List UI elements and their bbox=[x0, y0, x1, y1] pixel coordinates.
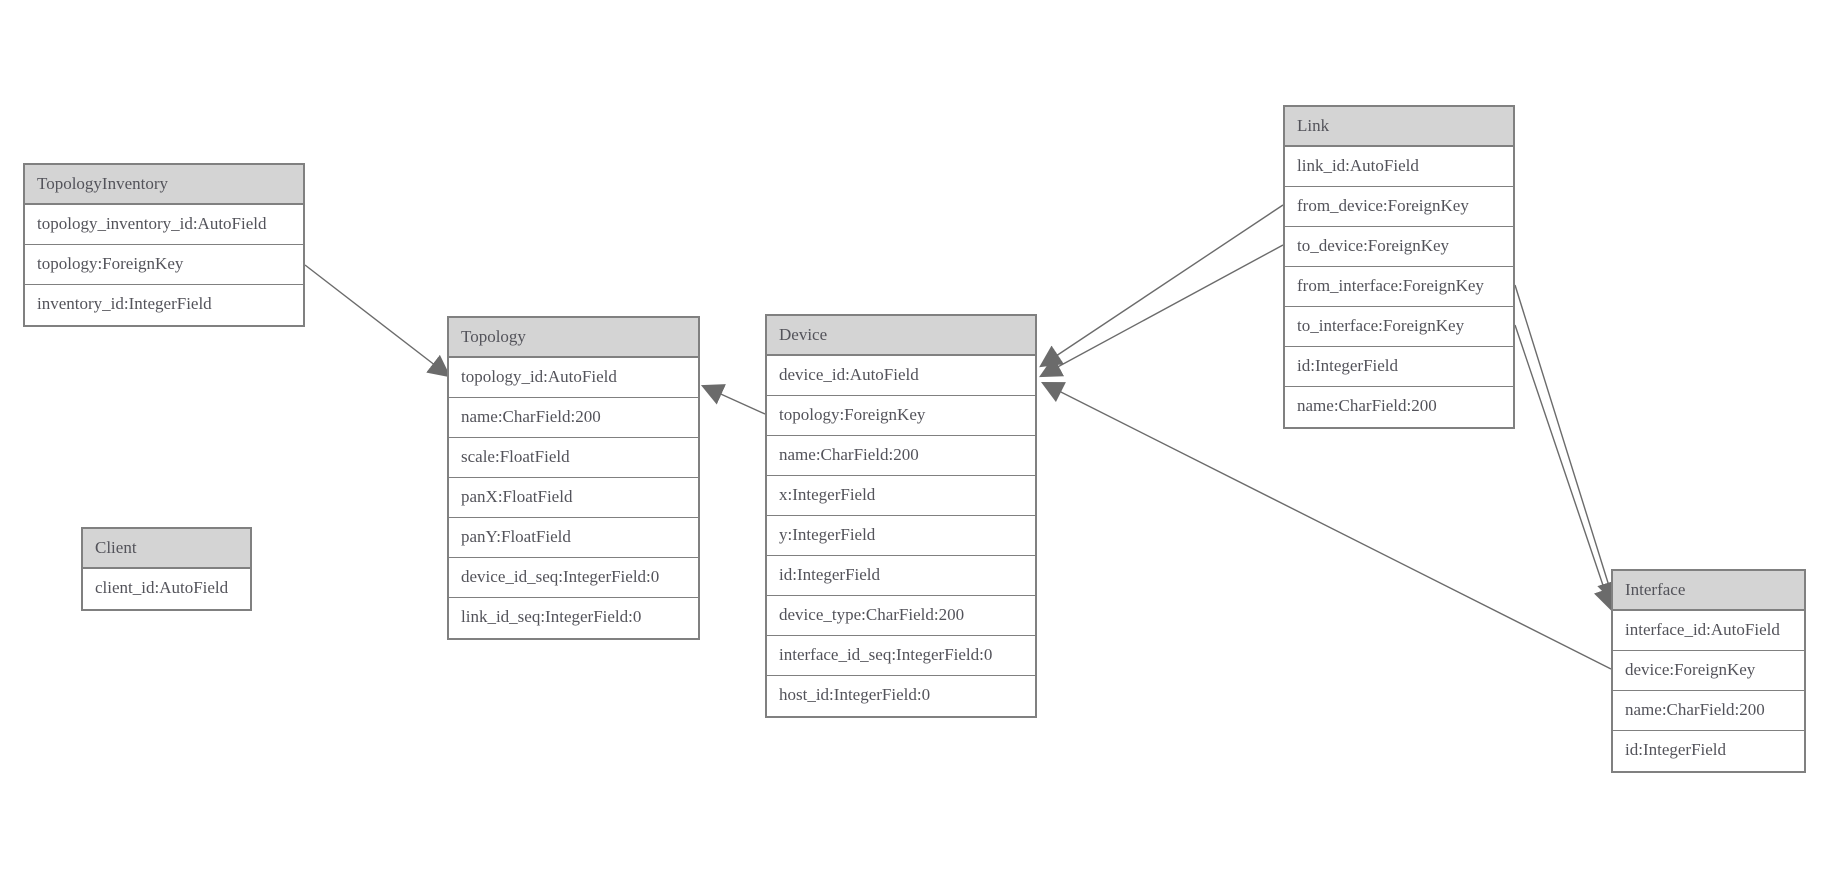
entity-field-row: client_id:AutoField bbox=[83, 569, 250, 609]
entity-field-row: from_device:ForeignKey bbox=[1285, 187, 1513, 227]
entity-field-row: from_interface:ForeignKey bbox=[1285, 267, 1513, 307]
entity-field-row: x:IntegerField bbox=[767, 476, 1035, 516]
entity-field-row: device_type:CharField:200 bbox=[767, 596, 1035, 636]
entity-field-row: name:CharField:200 bbox=[449, 398, 698, 438]
entity-field-row: name:CharField:200 bbox=[767, 436, 1035, 476]
entity-field-row: to_interface:ForeignKey bbox=[1285, 307, 1513, 347]
entity-field-row: interface_id_seq:IntegerField:0 bbox=[767, 636, 1035, 676]
entity-field-row: topology_inventory_id:AutoField bbox=[25, 205, 303, 245]
entity-title-topology: Topology bbox=[449, 318, 698, 358]
entity-field-row: y:IntegerField bbox=[767, 516, 1035, 556]
entity-field-row: topology:ForeignKey bbox=[767, 396, 1035, 436]
entity-field-row: device_id:AutoField bbox=[767, 356, 1035, 396]
entity-field-row: id:IntegerField bbox=[1285, 347, 1513, 387]
entity-field-row: panY:FloatField bbox=[449, 518, 698, 558]
entity-title-client: Client bbox=[83, 529, 250, 569]
entity-title-interface: Interface bbox=[1613, 571, 1804, 611]
entity-field-row: link_id_seq:IntegerField:0 bbox=[449, 598, 698, 638]
entity-title-device: Device bbox=[767, 316, 1035, 356]
fk-connector-topologyinventory-to-topology bbox=[304, 264, 451, 378]
fk-connector-link-to-interface bbox=[1514, 324, 1616, 612]
entity-field-row: id:IntegerField bbox=[1613, 731, 1804, 771]
entity-field-row: id:IntegerField bbox=[767, 556, 1035, 596]
entity-field-row: link_id:AutoField bbox=[1285, 147, 1513, 187]
entity-field-row: name:CharField:200 bbox=[1285, 387, 1513, 427]
fk-connector-link-to-device bbox=[1039, 244, 1284, 378]
entity-field-row: host_id:IntegerField:0 bbox=[767, 676, 1035, 716]
entity-field-row: device_id_seq:IntegerField:0 bbox=[449, 558, 698, 598]
entity-field-row: interface_id:AutoField bbox=[1613, 611, 1804, 651]
fk-connector-link-to-device bbox=[1039, 204, 1284, 368]
entity-field-row: scale:FloatField bbox=[449, 438, 698, 478]
entity-field-row: to_device:ForeignKey bbox=[1285, 227, 1513, 267]
fk-connector-link-to-interface bbox=[1514, 284, 1619, 605]
entity-title-topologyinventory: TopologyInventory bbox=[25, 165, 303, 205]
entity-field-row: name:CharField:200 bbox=[1613, 691, 1804, 731]
entity-title-link: Link bbox=[1285, 107, 1513, 147]
entity-field-row: inventory_id:IntegerField bbox=[25, 285, 303, 325]
entity-field-row: device:ForeignKey bbox=[1613, 651, 1804, 691]
entity-field-row: panX:FloatField bbox=[449, 478, 698, 518]
entity-field-row: topology_id:AutoField bbox=[449, 358, 698, 398]
entity-field-row: topology:ForeignKey bbox=[25, 245, 303, 285]
fk-connector-device-to-topology bbox=[700, 384, 766, 415]
